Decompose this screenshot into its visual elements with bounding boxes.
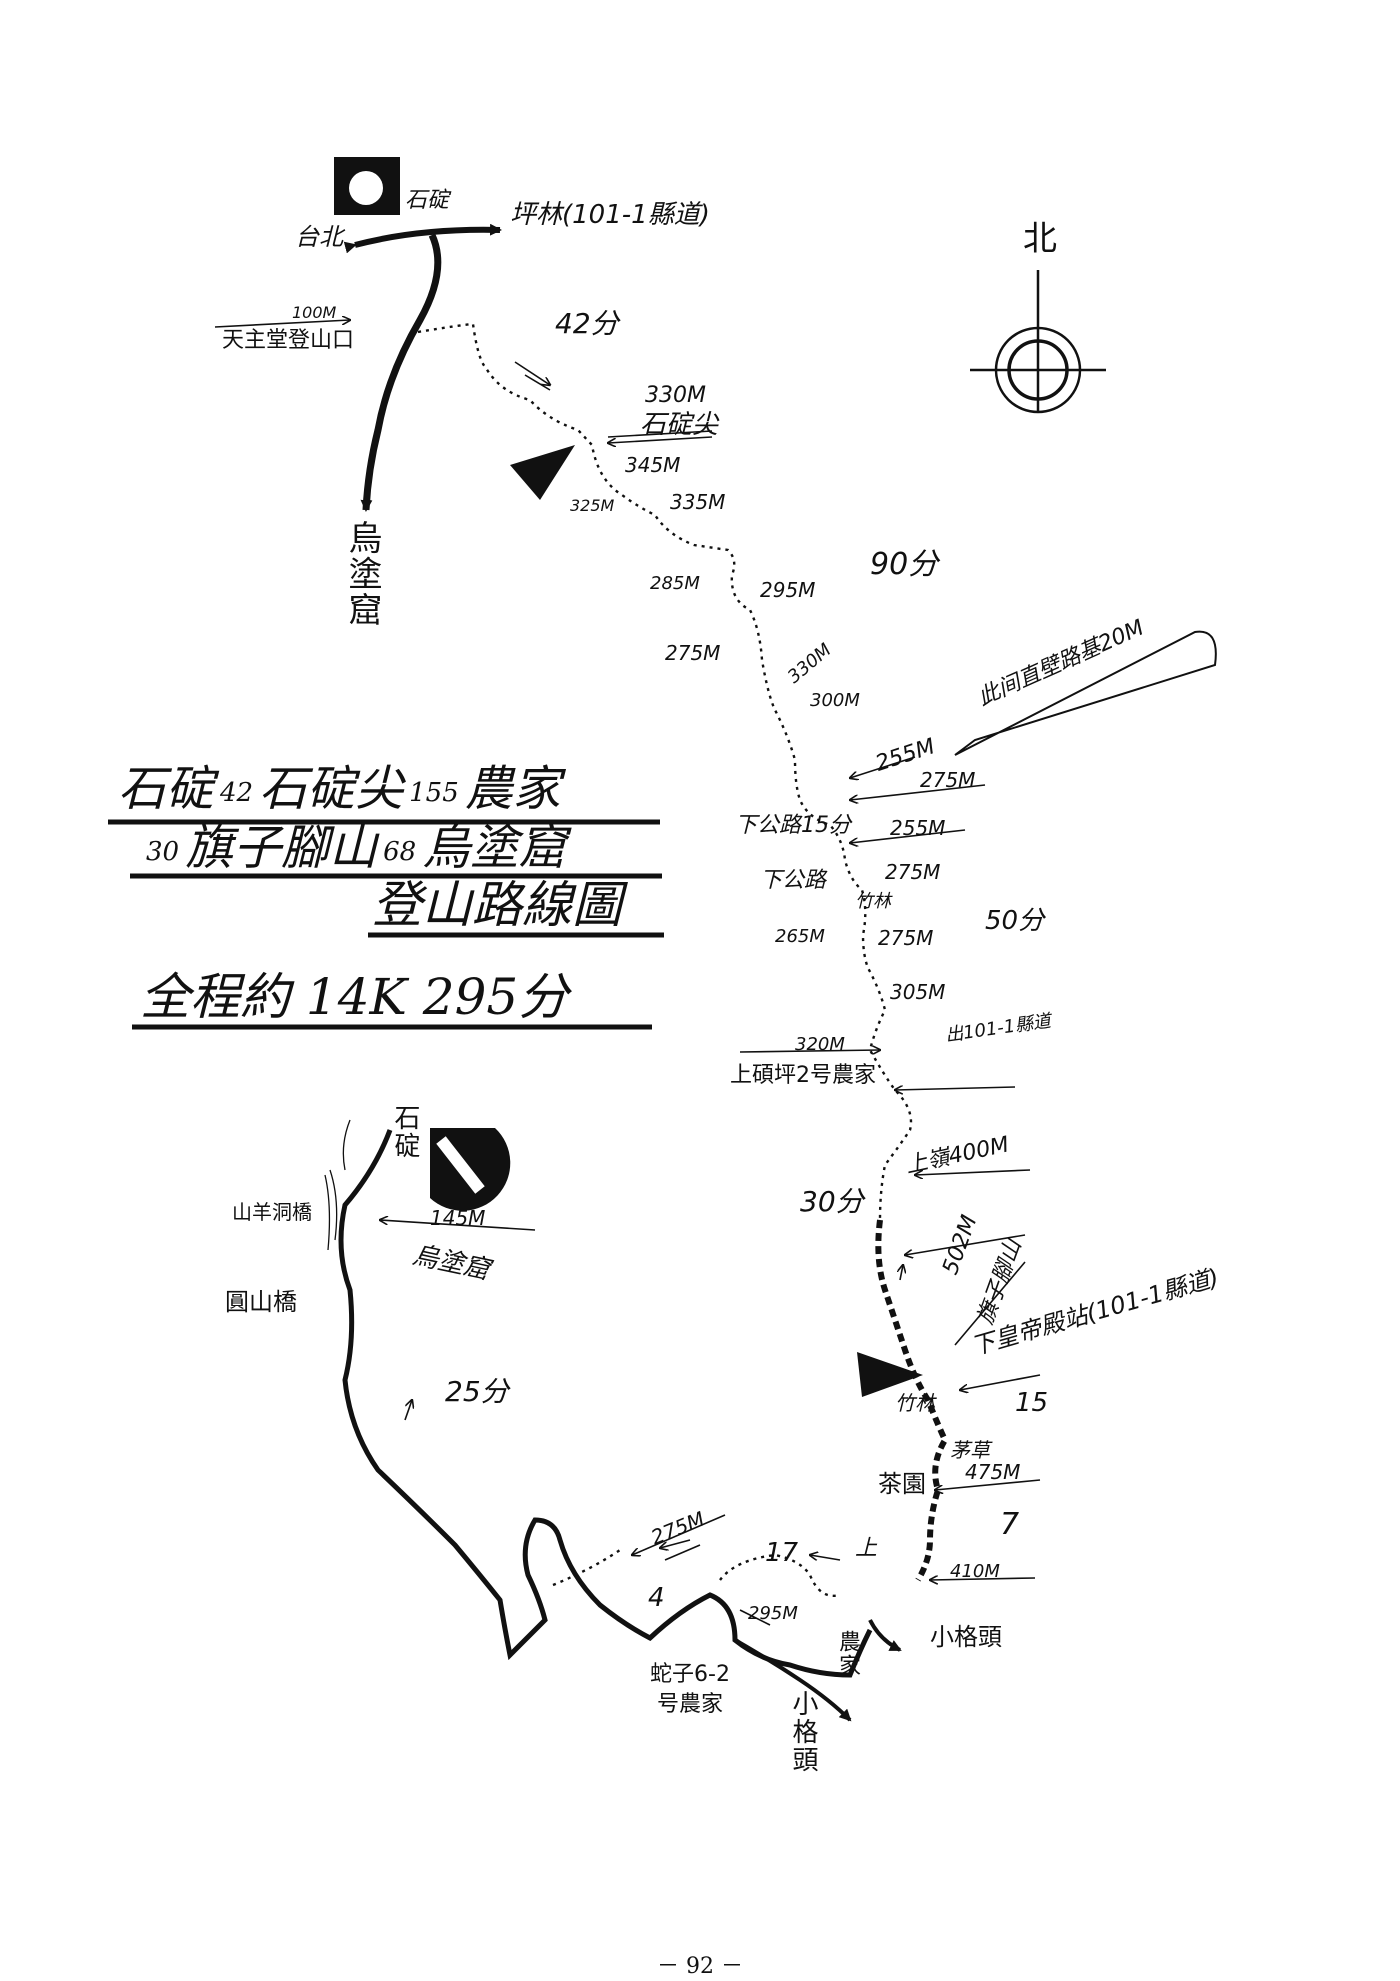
label-tianzhutang: 天主堂登山口 xyxy=(222,328,355,353)
label-time-4: 4 xyxy=(648,1583,665,1613)
label-maocao: 茅草 xyxy=(950,1438,990,1462)
label-xiaogetou-right: 小格頭 xyxy=(930,1623,1002,1651)
trail-connector-dotted xyxy=(552,1549,841,1597)
label-elev-285: 285M xyxy=(650,573,700,594)
label-elev-275-b: 275M xyxy=(920,768,976,792)
label-time-17: 17 xyxy=(765,1538,799,1568)
title-qizijiao: 旗子腳山 xyxy=(185,820,378,876)
label-time-30: 30分 xyxy=(800,1185,864,1218)
label-elev-275-a: 275M xyxy=(665,641,721,665)
north-compass-icon xyxy=(970,270,1106,414)
label-elev-100: 100M xyxy=(292,303,337,322)
label-time-15: 15 xyxy=(1015,1388,1049,1418)
peak-marker-qizijiao xyxy=(857,1352,923,1397)
label-elev-295: 295M xyxy=(760,578,816,602)
label-elev-320: 320M xyxy=(795,1034,845,1055)
label-time-50: 50分 xyxy=(985,906,1045,936)
callout-balloon xyxy=(954,630,1217,756)
title-peak: 石碇尖 xyxy=(259,761,404,817)
label-elev-330-summit: 330M xyxy=(645,383,706,408)
label-time-25: 25分 xyxy=(445,1375,509,1408)
title-time-2: 155 xyxy=(409,777,459,808)
title-farm: 農家 xyxy=(464,761,561,817)
label-elev-410: 410M xyxy=(950,1561,1000,1582)
title-time-3: 30 xyxy=(146,836,180,867)
label-time-7: 7 xyxy=(1000,1507,1020,1542)
road-taipei-pinglin xyxy=(343,223,502,254)
label-chayuan: 茶園 xyxy=(878,1470,926,1498)
north-label: 北 xyxy=(1023,219,1057,259)
label-wututang-top: 烏塗窟 xyxy=(342,520,382,628)
title-time-1: 42 xyxy=(220,777,254,808)
label-xiagonglu-1: 下公路15分 xyxy=(735,813,851,838)
label-shangfarm: 上碩坪2号農家 xyxy=(730,1063,876,1088)
label-elev-275-c: 275M xyxy=(885,860,941,884)
elevation-pointers xyxy=(214,320,1041,1626)
label-zhulin-1: 竹林 xyxy=(855,891,891,912)
label-elev-255-b: 255M xyxy=(890,816,946,840)
label-elev-300: 300M xyxy=(810,690,860,711)
label-elev-305: 305M xyxy=(890,980,946,1004)
label-elev-345: 345M xyxy=(625,453,681,477)
title-line-4: 全程約 14K 295分 xyxy=(140,968,569,1026)
label-pinglin: 坪林(101-1縣道) xyxy=(510,200,710,230)
page-number: － 92 － xyxy=(657,1954,743,1979)
label-farm-2: 農家 xyxy=(835,1630,860,1678)
bus-stop-slash xyxy=(436,1136,485,1194)
road-to-xiaogetou-right xyxy=(868,1619,902,1652)
label-shidingjian: 石碇尖 xyxy=(640,410,719,440)
road-lower-winding xyxy=(338,1129,873,1678)
title-wututang: 烏塗窟 xyxy=(422,820,567,876)
peak-marker-shidingjian xyxy=(510,445,575,500)
label-xiagonglu-2: 下公路 xyxy=(760,868,827,893)
bus-stop-icon-top xyxy=(334,157,400,215)
label-shanyang: 山羊洞橋 xyxy=(232,1200,312,1224)
label-elev-145: 145M xyxy=(430,1206,486,1230)
road-to-wututang xyxy=(360,233,442,512)
label-shezi: 蛇子6-2号農家 xyxy=(650,1662,730,1717)
label-time-90: 90分 xyxy=(870,547,939,582)
label-elev-325: 325M xyxy=(570,496,615,515)
trail-route-thick xyxy=(875,1219,949,1582)
road-to-xiaogetou-bottom xyxy=(734,1638,852,1722)
title-underlines xyxy=(108,819,664,1030)
label-taipei: 台北 xyxy=(295,223,343,251)
title-time-4: 68 xyxy=(383,836,417,867)
label-elev-335: 335M xyxy=(670,490,726,514)
label-shiding-top: 石碇 xyxy=(405,188,450,213)
label-time-42: 42分 xyxy=(555,307,619,340)
label-zhulin-2: 竹林 xyxy=(895,1391,935,1415)
label-elev-265: 265M xyxy=(775,926,825,947)
label-shiding-bottom: 石碇 xyxy=(390,1104,420,1160)
label-yuanshan: 圓山橋 xyxy=(225,1288,297,1316)
label-elev-475: 475M xyxy=(965,1460,1021,1484)
river-lines xyxy=(324,1119,351,1251)
title-start: 石碇 xyxy=(118,761,215,817)
label-elev-295-b: 295M xyxy=(748,1603,798,1624)
label-elev-275-d: 275M xyxy=(878,926,934,950)
label-shang: 上 xyxy=(855,1536,878,1561)
title-line-3: 登山路線圖 xyxy=(372,876,622,934)
label-xiaogetou-bottom: 小格頭 xyxy=(788,1690,818,1774)
